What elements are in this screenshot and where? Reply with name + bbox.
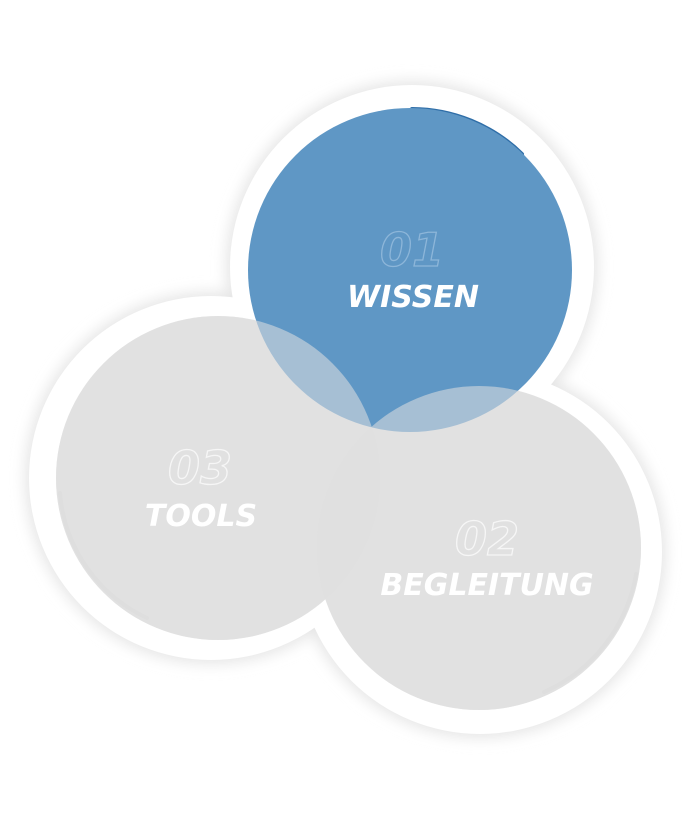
number-tools: 03 [168, 441, 232, 495]
circle-wissen[interactable] [248, 108, 572, 432]
overlap-tools [56, 316, 380, 640]
number-wissen: 01 [380, 223, 444, 277]
label-begleitung: BEGLEITUNG [380, 568, 593, 603]
label-tools: TOOLS [145, 499, 257, 534]
label-wissen: WISSEN [347, 280, 479, 315]
overlap-begleitung [317, 386, 641, 710]
number-begleitung: 02 [455, 512, 519, 566]
